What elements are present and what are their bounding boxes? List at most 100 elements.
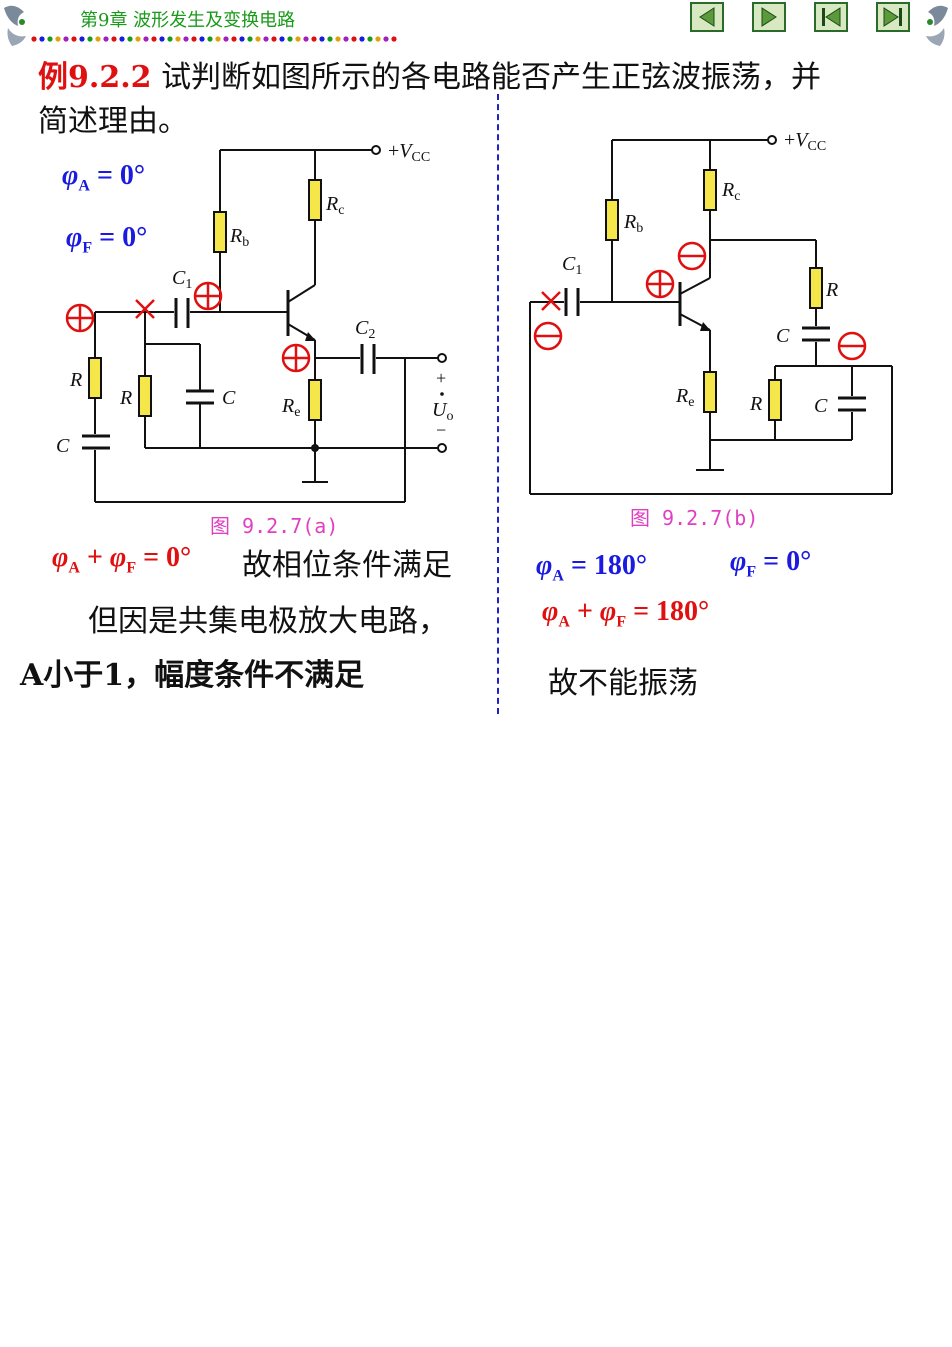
rule-dot [383,36,389,42]
c-label-2: C [56,435,70,457]
svg-text:Uo: Uo [432,399,453,424]
c2-subscript: 2 [368,327,375,342]
rb-subscript: b [636,221,643,236]
c1-subscript: 1 [575,263,582,278]
rule-dot [295,36,301,42]
rc-subscript: c [338,203,344,218]
left-conclusion-1: 故相位条件满足 [242,548,452,583]
rb-subscript: b [242,235,249,250]
phi-f-symbol: φ [109,542,127,573]
rule-dot [327,36,333,42]
next-page-button[interactable] [752,2,786,32]
plus-sign: + [79,542,110,573]
rule-dot [239,36,245,42]
rule-dot [271,36,277,42]
rule-dot [103,36,109,42]
vcc-subscript: CC [412,150,431,165]
rule-dot [279,36,285,42]
rule-dot [255,36,261,42]
left-phi-a: φA = 0° [62,160,145,196]
c-label-1: C [776,325,790,347]
phi-subscript: F [82,239,93,257]
re-subscript: e [688,395,694,410]
output-minus: − [436,420,446,440]
rule-dot [63,36,69,42]
rule-dot [375,36,381,42]
re-symbol: R [675,385,688,407]
phi-symbol: φ [62,160,79,191]
rc-symbol: R [325,193,338,215]
svg-text:Rb: Rb [229,225,249,250]
rule-dot [151,36,157,42]
phi-value: = 0° [89,160,146,191]
c1-symbol: C [562,253,576,275]
phi-subscript: A [78,177,90,195]
rb-symbol: R [623,211,636,233]
svg-text:+VCC: +VCC [784,129,826,154]
svg-text:C1: C1 [172,267,192,292]
re-subscript: e [294,405,300,420]
rule-dot [159,36,165,42]
rule-dot [303,36,309,42]
decorative-dotted-rule [31,36,397,42]
rule-dot [223,36,229,42]
circuit-diagram-b: +VCC Rc Rb C1 Re R R C C [529,129,893,495]
rule-dot [351,36,357,42]
circuit-diagram-a: +VCC Rc Rb C1 C2 Re R R C C + Uo − [56,140,453,503]
rule-dot [167,36,173,42]
svg-text:C1: C1 [562,253,582,278]
phi-f-subscript: F [616,613,627,631]
rule-dot [247,36,253,42]
rule-dot [79,36,85,42]
rb-symbol: R [229,225,242,247]
rule-dot [191,36,197,42]
rule-dot [87,36,93,42]
rule-dot [71,36,77,42]
chapter-title: 第9章 波形发生及变换电路 [80,10,296,31]
phi-symbol: φ [536,550,553,581]
rule-dot [199,36,205,42]
rule-dot [311,36,317,42]
rule-dot [143,36,149,42]
phi-value: = 0° [756,546,812,577]
rule-dot [55,36,61,42]
svg-text:Rb: Rb [623,211,643,236]
c2-symbol: C [355,317,369,339]
vcc-symbol: V [795,129,810,151]
rule-dot [343,36,349,42]
rule-dot [135,36,141,42]
phi-f-symbol: φ [599,596,617,627]
phi-a-subscript: A [558,613,570,631]
r-label-2: R [119,387,132,409]
first-page-button[interactable] [814,2,848,32]
vcc-plus: + [388,140,399,162]
phi-subscript: A [552,567,564,585]
rule-dot [231,36,237,42]
rule-dot [175,36,181,42]
prev-page-button[interactable] [690,2,724,32]
phi-a-subscript: A [68,559,80,577]
phi-subscript: F [746,563,757,581]
rc-subscript: c [734,189,740,204]
rule-dot [95,36,101,42]
rule-dot [111,36,117,42]
svg-text:Re: Re [675,385,694,410]
last-page-button[interactable] [876,2,910,32]
column-divider [497,94,499,714]
c1-symbol: C [172,267,186,289]
r-label-1: R [825,279,838,301]
phi-value: = 180° [563,550,648,581]
rule-dot [127,36,133,42]
question-text: 试判断如图所示的各电路能否产生正弦波振荡，并 [161,60,822,95]
rule-dot [335,36,341,42]
r-label-2: R [749,393,762,415]
rule-dot [319,36,325,42]
rule-dot [287,36,293,42]
caption-a: 图 9.2.7(a) [210,514,339,538]
phase-sum-value: = 180° [626,596,710,627]
c-label-1: C [222,387,236,409]
rule-dot [207,36,213,42]
re-symbol: R [281,395,294,417]
right-phase-sum: φA + φF = 180° [542,596,709,632]
left-phi-f: φF = 0° [66,222,147,258]
